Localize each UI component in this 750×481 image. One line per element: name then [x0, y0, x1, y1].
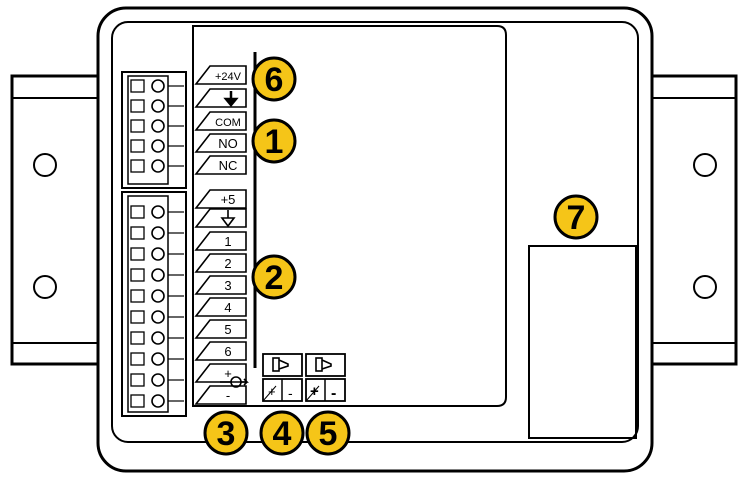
- terminal-label-text: COM: [215, 117, 241, 129]
- speaker-icon: [315, 357, 332, 372]
- terminal-screw: [151, 268, 165, 282]
- terminal-slot: [130, 119, 145, 133]
- label-panel: [192, 25, 507, 407]
- terminal-slot: [130, 310, 145, 324]
- terminal-label: 3: [194, 275, 247, 295]
- terminal-slot: [130, 159, 145, 173]
- terminal-label-text: 1: [224, 234, 231, 249]
- terminal-slot: [130, 331, 145, 345]
- terminal-label: 2: [194, 253, 247, 273]
- badge-5: 5: [305, 410, 351, 456]
- connector-screws: [130, 79, 184, 408]
- terminal-screw: [151, 394, 165, 408]
- terminal-screw: [151, 352, 165, 366]
- terminal-slot: [130, 268, 145, 282]
- terminal-label: -: [194, 385, 247, 405]
- badge-4-label: 4: [273, 415, 292, 453]
- terminal-slot: [130, 352, 145, 366]
- mount-hole-bottom-right: [693, 275, 717, 299]
- speaker-block-2: + -: [305, 353, 346, 402]
- terminal-label-text: 2: [224, 256, 231, 271]
- terminal-label-text: +24V: [215, 71, 242, 83]
- terminal-slot: [130, 289, 145, 303]
- terminal-screw: [151, 119, 165, 133]
- badge-1: 1: [251, 118, 297, 164]
- badge-6: 6: [251, 56, 297, 102]
- terminal-screw: [151, 79, 165, 93]
- terminal-label-text: -: [226, 388, 230, 403]
- open-ground-icon: [220, 210, 236, 228]
- callout-badges: 6 1 2 3 4 5 7: [203, 56, 599, 456]
- module-box: [528, 245, 637, 439]
- terminal-label: NO: [194, 133, 247, 153]
- terminal-label: 4: [194, 297, 247, 317]
- terminal-screw: [151, 331, 165, 345]
- terminal-label: 5: [194, 319, 247, 339]
- terminal-label: +24V: [194, 65, 247, 85]
- terminal-label-text: 6: [224, 344, 231, 359]
- terminal-label-text: +: [224, 366, 232, 381]
- badge-7-label: 7: [567, 199, 586, 237]
- terminal-slot: [130, 79, 145, 93]
- mount-hole-bottom-left: [33, 275, 57, 299]
- terminal-screw: [151, 99, 165, 113]
- speaker-block-1: + -: [262, 353, 303, 402]
- speaker-1-neg-label: -: [288, 385, 293, 401]
- terminal-label-text: NO: [218, 136, 238, 151]
- terminal-label-text: NC: [219, 158, 238, 173]
- badge-3-label: 3: [217, 415, 236, 453]
- speaker-2-pos-label: +: [310, 383, 319, 400]
- mounting-rails: [10, 74, 738, 366]
- badge-3: 3: [203, 410, 249, 456]
- terminal-slot: [130, 247, 145, 261]
- badge-4: 4: [259, 410, 305, 456]
- terminal-label: +5: [194, 189, 247, 209]
- terminal-screw: [151, 139, 165, 153]
- ground-arrow-icon: [223, 91, 239, 107]
- badge-1-label: 1: [265, 123, 284, 161]
- terminal-screw: [151, 373, 165, 387]
- terminal-label: NC: [194, 155, 247, 175]
- terminal-slot: [130, 99, 145, 113]
- terminal-slot: [130, 205, 145, 219]
- terminal-label: 1: [194, 231, 247, 251]
- badge-6-label: 6: [265, 61, 284, 99]
- terminal-slot: [130, 394, 145, 408]
- terminal-label-text: 4: [224, 300, 231, 315]
- terminal-screw: [151, 205, 165, 219]
- terminal-screw: [151, 159, 165, 173]
- badge-5-label: 5: [319, 415, 338, 453]
- terminal-label-text: +5: [221, 192, 236, 207]
- mount-hole-top-left: [33, 153, 57, 177]
- terminal-screw: [151, 289, 165, 303]
- terminal-screw: [151, 226, 165, 240]
- terminal-labels: +24V COM NO NC +5 1 2 3 4 5 6 + -: [194, 65, 247, 405]
- badge-2: 2: [251, 254, 297, 300]
- led-arrow-icon: [220, 376, 249, 388]
- speaker-icon: [272, 357, 289, 372]
- terminal-label: COM: [194, 111, 247, 131]
- terminal-slot: [130, 226, 145, 240]
- mount-hole-top-right: [693, 153, 717, 177]
- terminal-label: 6: [194, 341, 247, 361]
- badge-2-label: 2: [265, 259, 284, 297]
- housing-inner: [111, 21, 639, 443]
- speaker-1-pos-label: +: [268, 384, 276, 399]
- speaker-2-neg-label: -: [331, 385, 336, 402]
- terminal-screw: [151, 247, 165, 261]
- terminal-label-text: 3: [224, 278, 231, 293]
- terminal-slot: [130, 139, 145, 153]
- badge-7: 7: [553, 194, 599, 240]
- terminal-slot: [130, 373, 145, 387]
- terminal-screw: [151, 310, 165, 324]
- terminal-label-text: 5: [224, 322, 231, 337]
